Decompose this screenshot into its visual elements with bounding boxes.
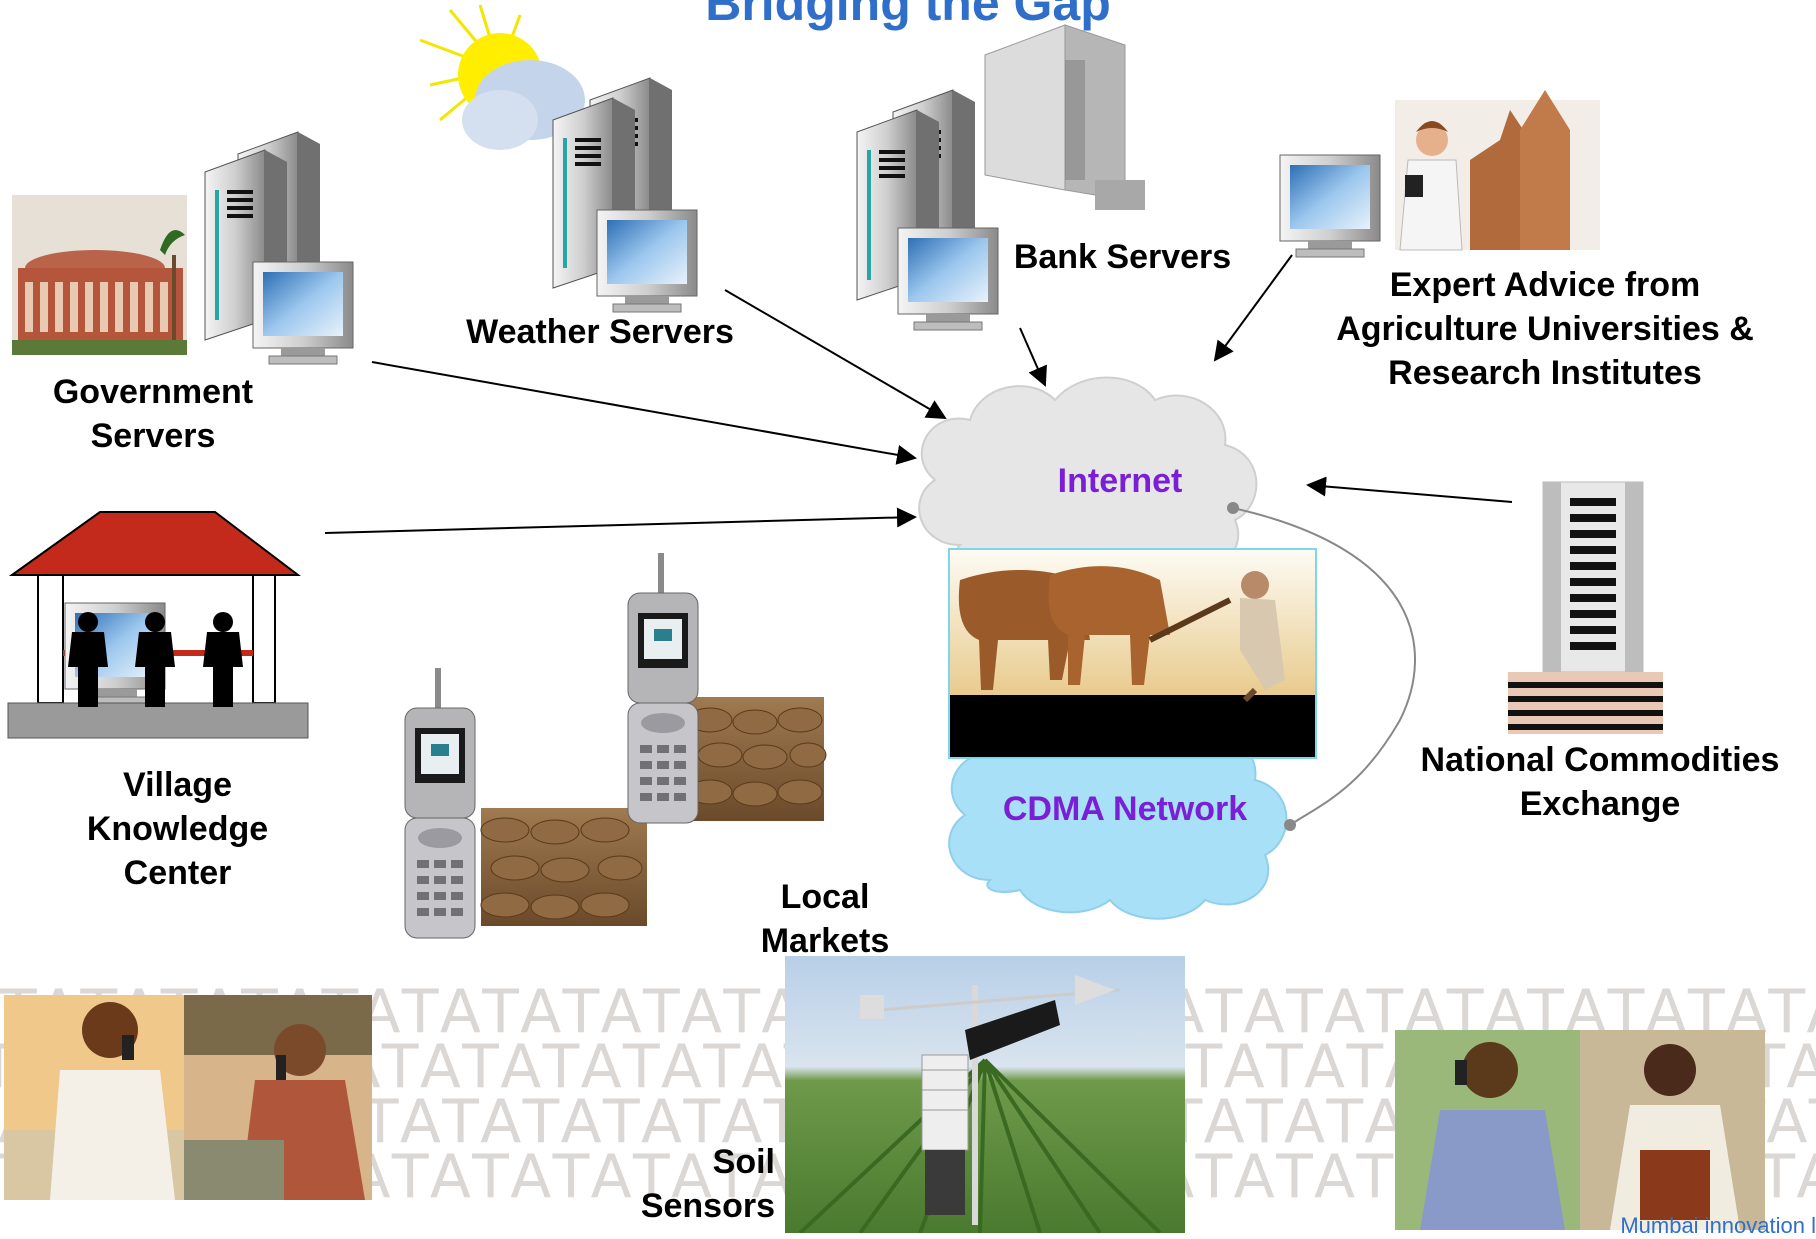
arrow-bank-internet [1019,327,1047,387]
mobile-phone-icon-1 [627,552,699,824]
village-knowledge-center-label: Village Knowledge Center [86,766,269,892]
bank-servers-label: Bank Servers [1013,238,1232,276]
internet-cdma-link [1232,507,1416,826]
parliament-image [12,195,187,355]
internet-label: Internet [1057,462,1183,500]
cdma-network-label: CDMA Network [1002,790,1248,828]
woman-phone-photo-2 [1580,1030,1765,1230]
arrow-village-internet [324,507,917,534]
arrow-commodities-internet [1306,476,1513,503]
connector-arrows [324,254,1513,831]
cdma-cloud [948,711,1288,920]
farmer-plough-image [948,548,1317,759]
expert-photo [1395,90,1600,251]
arrow-government-internet [371,361,917,465]
footer-text: Mumbai innovation l [1620,1213,1816,1238]
farmer-phone-photo-2 [1395,1030,1580,1230]
government-servers-label: Government Servers [52,373,254,455]
mobile-phone-icon-2 [404,667,476,939]
sun-cloud-icon [419,4,585,150]
commodities-exchange-label: National Commodities Exchange [1420,741,1780,823]
village-kiosk-icon [7,511,309,739]
weather-server-icon [552,77,698,313]
grain-sacks-image-2 [480,808,647,926]
arrow-expert-internet [1213,254,1293,362]
commodities-exchange-icon [1508,481,1663,734]
soil-sensors-label: Soil Sensors [640,1143,775,1225]
weather-servers-label: Weather Servers [466,313,734,351]
grain-sacks-image-1 [687,697,827,821]
soil-sensor-photo [785,956,1185,1233]
arrow-weather-internet [724,289,947,420]
local-markets-label: Local Markets [760,878,890,960]
farmer-phone-photo-1 [4,995,184,1200]
expert-monitor-icon [1279,154,1381,258]
diagram-title: Bridging the Gap [705,0,1111,31]
expert-advice-label: Expert Advice from Agriculture Universit… [1336,266,1754,392]
bank-server-icon [856,89,999,331]
woman-phone-photo [184,995,372,1200]
government-server-icon [204,131,354,365]
bank-building-icon [984,24,1145,210]
